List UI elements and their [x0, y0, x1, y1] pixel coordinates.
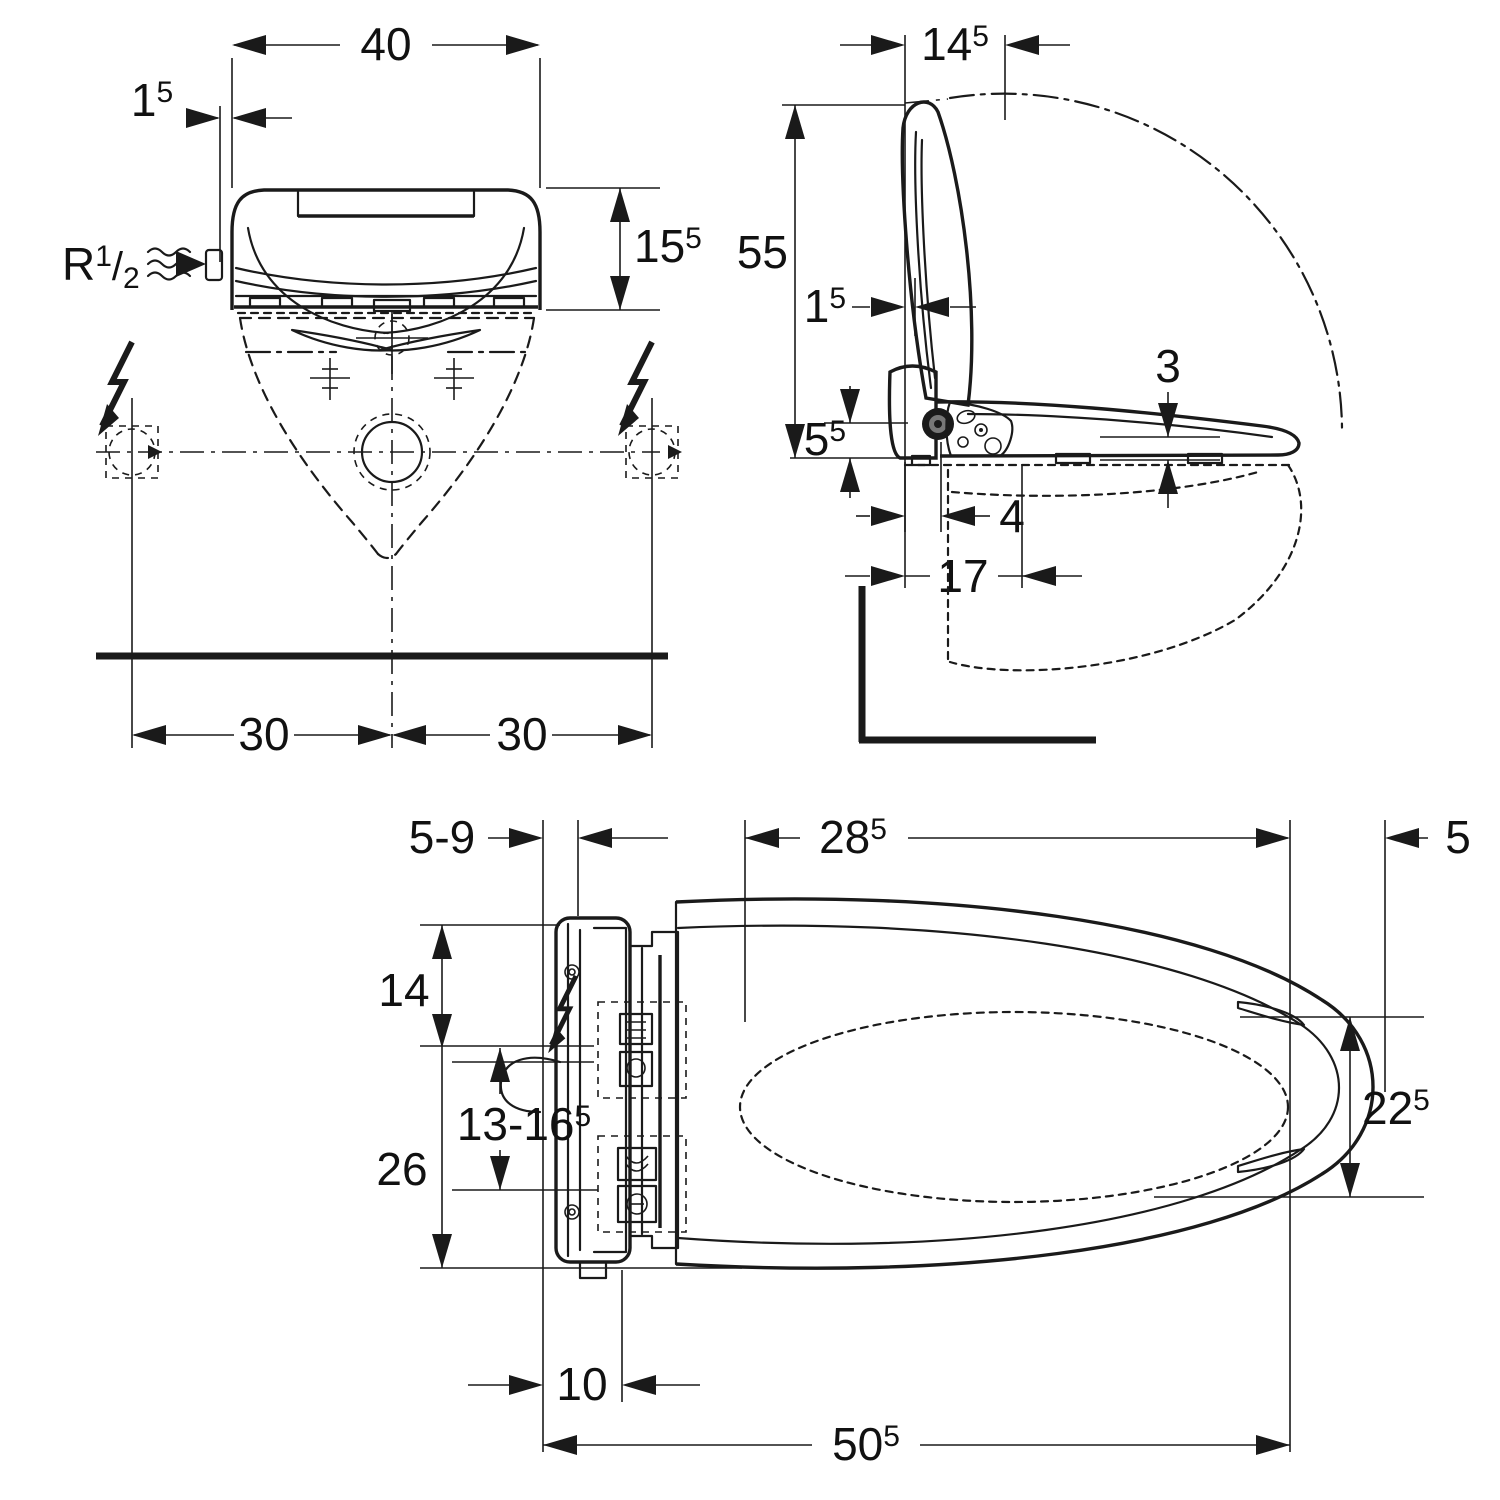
- seat-unit-front: [230, 188, 542, 352]
- svg-text:3: 3: [1155, 340, 1181, 392]
- control-panel: [945, 400, 1014, 458]
- svg-text:30: 30: [238, 708, 289, 760]
- drain-stub: [578, 1260, 608, 1280]
- svg-text:14: 14: [378, 964, 429, 1016]
- svg-text:26: 26: [376, 1143, 427, 1195]
- svg-text:5: 5: [1445, 811, 1471, 863]
- svg-text:30: 30: [496, 708, 547, 760]
- control-button: [957, 436, 969, 448]
- svg-text:155: 155: [634, 220, 702, 272]
- svg-text:15: 15: [131, 74, 173, 126]
- svg-text:505: 505: [832, 1418, 900, 1470]
- dim-width: 40: [231, 18, 541, 188]
- front-view: 40 15 155 R1/2: [62, 18, 702, 760]
- dim-fixing-spacing: 30 30: [131, 506, 653, 760]
- control-button: [974, 423, 988, 437]
- hinge-column-top: [628, 930, 680, 1250]
- fixing-point-left: [105, 398, 162, 506]
- control-button: [984, 437, 1002, 455]
- dim-front-edge: 5: [1384, 811, 1471, 1092]
- lightning-bolt-icon: [98, 342, 132, 436]
- svg-text:55: 55: [737, 226, 788, 278]
- svg-text:15: 15: [804, 280, 846, 332]
- dim-opening-dist: 285: [744, 811, 1291, 1452]
- svg-text:55: 55: [804, 413, 846, 465]
- svg-text:4: 4: [999, 490, 1025, 542]
- svg-text:10: 10: [556, 1358, 607, 1410]
- dim-height: 155: [546, 187, 702, 311]
- svg-text:13-165: 13-165: [457, 1098, 591, 1150]
- hinge-unit-side: [887, 364, 1014, 460]
- control-button: [956, 409, 976, 425]
- dim-back-depth: 14: [378, 924, 560, 1268]
- screw-mark-left: [310, 358, 350, 400]
- water-connection-box: [597, 1135, 687, 1233]
- dim-wall-range: 5-9: [409, 811, 668, 1452]
- dim-cable-range: 13-165: [452, 1048, 598, 1191]
- dim-bracket-length: 26: [376, 1143, 742, 1269]
- screw-mark-right: [434, 358, 474, 400]
- dim-lip: 3: [1100, 340, 1220, 508]
- dim-label: 40: [360, 18, 411, 70]
- mounting-template-outline: [238, 312, 536, 560]
- dim-offset: 15: [131, 74, 292, 262]
- seat-profile: [903, 400, 1301, 467]
- seat-ring-tip: [1236, 1000, 1306, 1027]
- dim-height-open: 55: [737, 98, 949, 459]
- svg-text:285: 285: [819, 811, 887, 863]
- dim-valve-offset: 4: [856, 442, 1025, 542]
- svg-text:5-9: 5-9: [409, 811, 475, 863]
- water-connection-label: R1/2: [62, 238, 224, 295]
- dim-bracket-depth: 10: [468, 1270, 700, 1410]
- svg-text:17: 17: [937, 550, 988, 602]
- dim-opening-width: 225: [1154, 1016, 1430, 1198]
- dim-inlet-height: 55: [804, 386, 908, 498]
- top-view: 5-9 285 5: [376, 811, 1470, 1470]
- svg-text:225: 225: [1362, 1082, 1430, 1134]
- ceramic-bowl-outline: [946, 463, 1303, 672]
- svg-text:R1/2: R1/2: [62, 238, 140, 295]
- lid-open-profile: [900, 100, 974, 407]
- seat-outline-top: [674, 897, 1375, 1270]
- svg-text:145: 145: [921, 18, 989, 70]
- lid-swing-arc: [948, 92, 1344, 430]
- dim-seat-offset: 15: [804, 278, 976, 336]
- side-view: 145 55 15: [737, 18, 1344, 744]
- lightning-bolt-icon: [618, 342, 652, 436]
- leader-arrow-icon: [176, 251, 206, 277]
- electrical-connection-box: [597, 1001, 687, 1099]
- dim-lid-top: 145: [840, 18, 1070, 588]
- seat-opening-outline: [738, 1010, 1290, 1204]
- fixing-point-right: [625, 398, 682, 506]
- inlet-stub: [204, 248, 224, 282]
- dim-hinge-depth: 17: [845, 466, 1082, 602]
- lightning-bolt-icon: [548, 976, 576, 1053]
- seat-ring-tip: [1236, 1147, 1306, 1174]
- dim-total-length: 505: [543, 1418, 1290, 1470]
- svg-text:40: 40: [360, 18, 411, 70]
